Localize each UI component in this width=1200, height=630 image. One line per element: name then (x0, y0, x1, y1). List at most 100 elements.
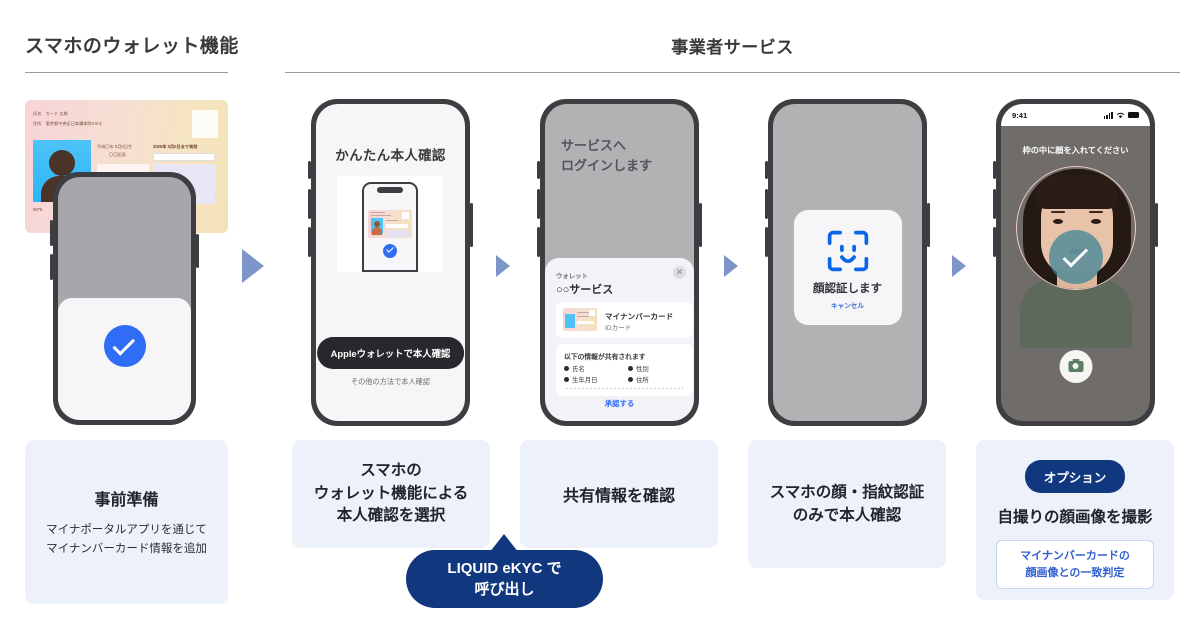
thumb-line-1 (577, 312, 593, 314)
caption-subtitle: マイナポータルアプリを通じて マイナンバーカード情報を追加 (46, 523, 207, 555)
step-illustration-prepare: 氏名 カード 太郎 住所 東京都中央区日本橋本町2-8-3 平成〇年 0月0日生… (25, 100, 230, 425)
status-bar: 9:41 (1001, 104, 1150, 126)
wallet-share-sheet: ✕ ウォレット ○○サービス マイナンバーカード IDカード 以下の情報が共有さ… (545, 258, 694, 421)
status-bar-indicators (1103, 111, 1139, 119)
thumb-line-2 (577, 316, 589, 318)
face-id-icon (827, 230, 868, 272)
caption-box-biometric-auth: スマホの顔・指紋認証 のみで本人確認 (748, 440, 946, 568)
card-address-line: 住所 東京都中央区日本橋本町2-8-3 (33, 121, 102, 126)
close-icon[interactable]: ✕ (673, 266, 686, 279)
sheet-card-name: マイナンバーカード (605, 312, 674, 321)
phone-screen-select-method: かんたん本人確認 Appleウォレットで本人確認 その他の方法で本人確認 (316, 104, 465, 421)
caption-title: スマホの ウォレット機能による 本人確認を選択 (313, 461, 469, 525)
face-preview-frame (1015, 166, 1136, 290)
phone-frame-biometric-auth: 顔認証します キャンセル (765, 99, 930, 426)
screen-title-service-login: サービスへ ログインします (561, 138, 653, 174)
check-circle-icon (103, 325, 146, 367)
section-title-wallet: スマホのウォレット機能 (25, 36, 239, 57)
callout-tail (489, 534, 519, 553)
sheet-card-subtitle: IDカード (605, 325, 632, 332)
cellular-signal-icon (1103, 111, 1113, 119)
phone-volume-up-button (50, 220, 53, 246)
sheet-service-name: ○○サービス (556, 284, 614, 296)
shared-info-item: 生年月日 (564, 375, 598, 384)
sheet-wallet-label: ウォレット (556, 273, 588, 280)
caption-title: 事前準備 (94, 491, 159, 509)
camera-icon (1068, 358, 1083, 372)
face-id-dialog: 顔認証します キャンセル (793, 210, 902, 325)
sheet-card-row[interactable]: マイナンバーカード IDカード (556, 302, 693, 338)
card-name-line: 氏名 カード 太郎 (33, 111, 68, 116)
card-issuer-line: 〇〇区長 (109, 152, 126, 157)
bullet-dot-icon (564, 377, 569, 382)
dotted-separator (566, 388, 683, 389)
mini-phone-notch (377, 187, 403, 193)
mini-card-line-1 (371, 212, 385, 214)
divider-right (285, 72, 1180, 73)
shared-info-label: 氏名 (572, 366, 585, 373)
caption-box-selfie-option: オプション 自撮りの顔画像を撮影 マイナンバーカードの 顔画像との一致判定 (976, 440, 1174, 600)
cancel-button[interactable]: キャンセル (831, 303, 864, 310)
card-thumbnail-icon (563, 308, 597, 331)
caption-title: 共有情報を確認 (562, 488, 675, 505)
match-check-icon (1048, 230, 1103, 284)
other-method-verify-link[interactable]: その他の方法で本人確認 (350, 377, 431, 386)
phone-volume-up-button (308, 189, 311, 219)
face-auth-label: 顔認証します (813, 283, 882, 295)
eyebrow-right (1088, 211, 1103, 214)
sheet-shared-info-box: 以下の情報が共有されます 氏名 性別 生年月日 住所 (556, 344, 693, 396)
eyebrow-left (1050, 211, 1065, 214)
mini-card-line-5 (385, 230, 409, 237)
phone-frame-select-method: かんたん本人確認 Appleウォレットで本人確認 その他の方法で本人確認 (308, 99, 473, 426)
caption-box-confirm-sharing: 共有情報を確認 (520, 440, 718, 548)
phone-power-button (699, 203, 702, 247)
phone-volume-down-button (993, 227, 996, 257)
phone-volume-up-button (993, 189, 996, 219)
thumb-line-3 (577, 321, 594, 324)
wifi-icon (1116, 112, 1125, 118)
mini-phone-illustration (362, 182, 418, 272)
approve-button[interactable]: 承認する (604, 399, 635, 408)
caption-title: 自撮りの顔画像を撮影 (997, 509, 1153, 526)
screen-title-easy-verification: かんたん本人確認 (335, 148, 446, 163)
phone-mute-switch (993, 161, 996, 179)
shared-info-label: 生年月日 (572, 377, 598, 384)
battery-icon (1128, 112, 1139, 118)
phone-power-button (927, 203, 930, 247)
thumb-chip-icon (589, 310, 595, 316)
card-birth-line: 平成〇年 0月0日生 (97, 144, 133, 149)
phone-volume-down-button (765, 227, 768, 257)
apple-wallet-verify-button[interactable]: Appleウォレットで本人確認 (316, 337, 465, 369)
mini-card-line-3 (386, 220, 398, 222)
phone-mute-switch (765, 161, 768, 179)
shared-info-item: 性別 (628, 364, 649, 373)
eye-right (1090, 219, 1101, 224)
selfie-prompt-text: 枠の中に顔を入れてください (1022, 146, 1129, 155)
phone-volume-up-button (765, 189, 768, 219)
phone-volume-down-button (50, 254, 53, 280)
card-expiry-line: 2025年 0月0日まで有効 (153, 144, 198, 149)
bullet-dot-icon (628, 377, 633, 382)
phone-volume-down-button (308, 227, 311, 257)
phone-frame-selfie-capture: 9:41 枠の中に顔を入れてください (993, 99, 1158, 426)
arrow-right-icon-4 (952, 255, 966, 277)
camera-shutter-button[interactable] (1059, 350, 1092, 383)
arrow-right-icon-1 (242, 249, 264, 283)
card-field-box-1 (153, 153, 215, 161)
phone-mute-switch (308, 161, 311, 179)
eye-left (1052, 219, 1063, 224)
caption-title: スマホの顔・指紋認証 のみで本人確認 (769, 483, 925, 524)
mini-card-line-4 (386, 224, 408, 228)
phone-frame-confirm-sharing: サービスへ ログインします ✕ ウォレット ○○サービス マイナンバーカード I… (537, 99, 702, 426)
shared-info-title: 以下の情報が共有されます (564, 354, 646, 361)
phone-volume-up-button (537, 189, 540, 219)
bullet-dot-icon (628, 366, 633, 371)
card-ic-chip-icon (192, 110, 218, 138)
phone-power-button (196, 234, 199, 268)
phone-frame-prepare (50, 172, 199, 425)
phone-mute-switch (537, 161, 540, 179)
phone-screen-prepare (58, 177, 191, 420)
shared-info-item: 氏名 (564, 364, 585, 373)
phone-power-button (470, 203, 473, 247)
mini-card-chip-icon (402, 212, 409, 219)
